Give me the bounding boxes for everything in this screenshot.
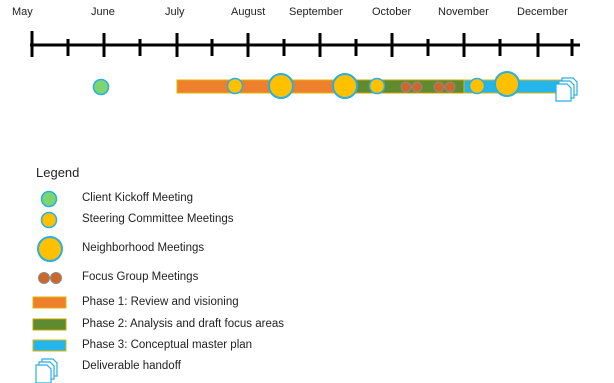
month-label-september: September (289, 6, 343, 18)
legend-label-steering: Steering Committee Meetings (82, 213, 234, 225)
legend-label-focus-group: Focus Group Meetings (82, 271, 199, 283)
legend-title: Legend (36, 165, 80, 180)
neighborhood-meeting-marker (494, 71, 520, 97)
steering-meeting-marker (226, 77, 244, 95)
month-label-august: August (231, 6, 266, 18)
focus-group-marker (433, 81, 445, 93)
legend-label-phase2: Phase 2: Analysis and draft focus areas (82, 318, 285, 330)
legend-kickoff-icon (40, 190, 58, 208)
legend-deliverable-icon (35, 358, 58, 383)
legend-phase3-swatch (32, 339, 67, 352)
legend-steering-icon (40, 211, 58, 229)
kickoff-meeting-marker (92, 78, 110, 96)
neighborhood-meeting-marker (332, 73, 358, 99)
neighborhood-meeting-marker (268, 73, 294, 99)
legend-label-deliverable: Deliverable handoff (82, 360, 181, 372)
month-label-november: November (438, 6, 489, 18)
legend-phase2-swatch (32, 318, 67, 331)
legend-label-phase3: Phase 3: Conceptual master plan (82, 339, 253, 351)
focus-group-marker (411, 81, 423, 93)
steering-meeting-marker (468, 77, 486, 95)
steering-meeting-marker (368, 77, 386, 95)
legend-focus-group-icon (38, 272, 62, 284)
legend-phase1-swatch (32, 296, 67, 309)
legend-label-phase1: Phase 1: Review and visioning (82, 296, 239, 308)
focus-group-marker (400, 81, 412, 93)
legend-label-neighborhood: Neighborhood Meetings (82, 242, 205, 254)
month-label-december: December (517, 6, 568, 18)
legend-label-kickoff: Client Kickoff Meeting (82, 192, 194, 204)
deliverable-handoff-icon (555, 77, 578, 102)
month-label-july: July (165, 6, 185, 18)
month-label-may: May (12, 6, 33, 18)
focus-group-marker (444, 81, 456, 93)
month-label-october: October (372, 6, 412, 18)
legend-neighborhood-icon (37, 236, 63, 262)
month-label-june: June (91, 6, 115, 18)
